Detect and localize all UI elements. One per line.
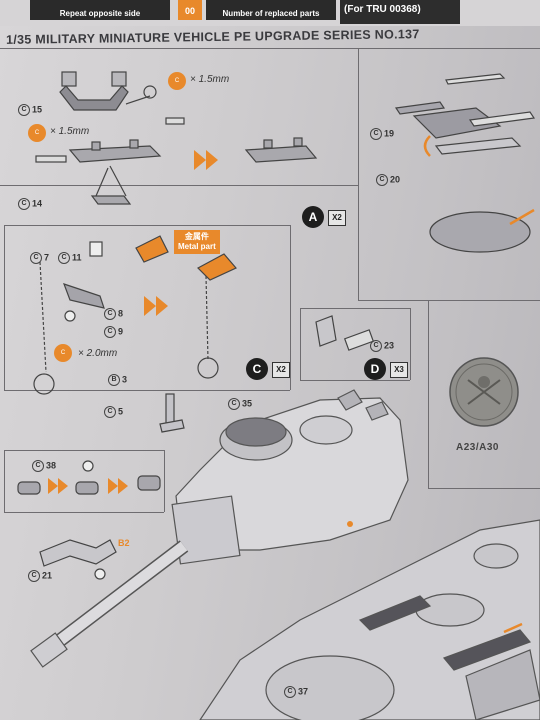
box-a23-bottom [428,488,540,489]
part-code-icon: C [370,340,382,352]
orange-arrows [48,150,218,494]
box-c38-left [4,450,5,512]
metal-part-english: Metal part [178,242,216,251]
part-c14-drawing [35,137,318,205]
label-b2: B2 [118,538,130,548]
part-code-icon: C [228,398,240,410]
divider-right-mid [358,300,540,301]
part-code-icon: C [370,128,382,140]
box-c-top [4,225,290,226]
part-code-icon: C [58,252,70,264]
part-code-icon: C [18,104,30,116]
orange-part-dot: C [168,72,186,90]
box-c38-top [4,450,164,451]
header-left-box: Repeat opposite side [30,0,170,20]
part-c15-drawing [59,71,185,125]
box-c-bottom [4,390,290,391]
header-left-caption: Repeat opposite side [59,9,141,18]
box-a23-left [428,300,429,488]
header-right-box: (For TRU 00368) [340,0,460,24]
badge-c: C [246,358,268,380]
divider-vertical-right [358,48,359,300]
header-mid-caption: Number of replaced parts [222,9,320,18]
dimension-1: × 1.5mm [190,74,230,85]
part-c5-drawing [159,393,185,433]
part-code-icon: C [18,198,30,210]
part-code-icon: B [108,374,120,386]
dimension-3: × 2.0mm [78,348,118,359]
part-code-icon: C [104,308,116,320]
dimension-2: × 1.5mm [50,126,90,137]
badge-d: D [364,358,386,380]
header-mid-box: Number of replaced parts [206,0,336,20]
reference-a23-a30: A23/A30 [456,442,499,453]
metal-part-tag: 金属件 Metal part [174,230,220,254]
part-code-icon: C [28,570,40,582]
box-d-top [300,308,410,309]
part-code-icon: C [284,686,296,698]
part-code-icon: C [32,460,44,472]
badge-c-count: X2 [272,362,290,378]
part-c-box-drawing [33,235,237,395]
part-c19-c20-drawing [394,73,536,253]
divider-top [0,48,540,49]
orange-part-dot: C [54,344,72,362]
box-c38-right [164,450,165,512]
part-code-icon: C [104,406,116,418]
part-d-box-drawing [315,315,375,351]
box-d-right [410,308,411,380]
part-a23-drawing [449,357,519,427]
header-orange-mark: 00 [178,0,202,20]
part-c38-c21-drawing [17,460,161,580]
box-d-left [300,308,301,380]
part-code-icon: C [376,174,388,186]
part-code-icon: C [104,326,116,338]
badge-a: A [302,206,324,228]
turret-drawing [30,389,409,668]
box-d-bottom [300,380,410,381]
box-c-right [290,225,291,390]
header-right-caption: (For TRU 00368) [344,4,421,15]
badge-a-count: X2 [328,210,346,226]
orange-part-dot: C [28,124,46,142]
hull-drawing [199,519,540,720]
metal-part-chinese: 金属件 [184,232,209,241]
box-c-left [4,225,5,390]
part-code-icon: C [30,252,42,264]
badge-d-count: X3 [390,362,408,378]
divider-mid-left [0,185,358,186]
box-c38-bottom [4,512,164,513]
